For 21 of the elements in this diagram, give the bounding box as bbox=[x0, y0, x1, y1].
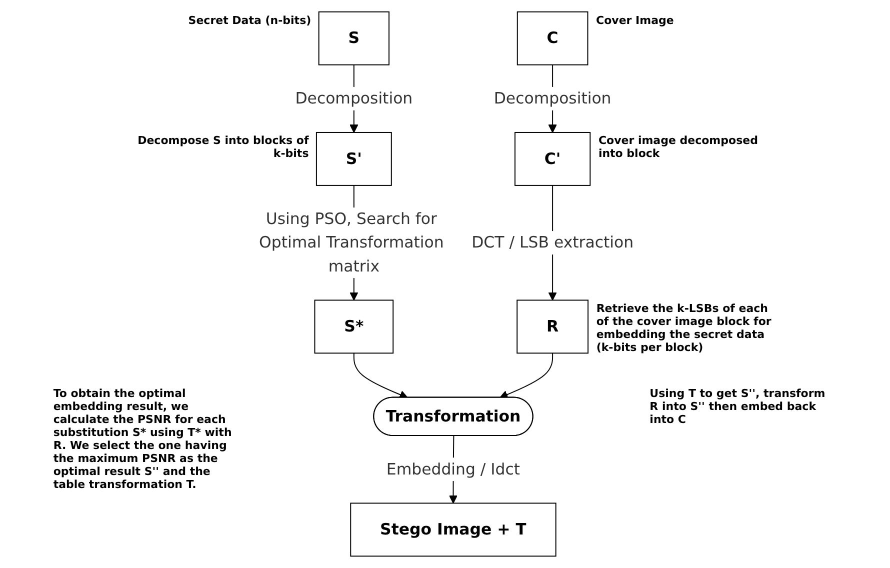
node-box: S' bbox=[316, 132, 392, 186]
node-box: S bbox=[318, 11, 390, 66]
node-box: Stego Image + T bbox=[350, 502, 557, 557]
note-text: To obtain the optimal embedding result, we calculate the PSNR for each substitution S* using T* with R. We select the one having the maximum PSNR as the optimal result S'' and the table transformation T. bbox=[53, 387, 233, 492]
node-box: R bbox=[516, 300, 589, 354]
node-box: C' bbox=[514, 132, 591, 186]
arrow bbox=[500, 352, 554, 399]
node-note: Cover Image bbox=[596, 14, 675, 27]
edge-label: Embedding / Idct bbox=[386, 460, 520, 478]
edge-label: DCT / LSB extraction bbox=[472, 233, 634, 252]
node-note: Retrieve the k-LSBs of each of the cover image block for embedding the secret data (k-bits per block) bbox=[596, 302, 772, 354]
note-text: Using T to get S'', transform R into S'' then embed back into C bbox=[650, 387, 826, 426]
node-note: Cover image decomposed into block bbox=[598, 134, 759, 160]
node-box: S* bbox=[314, 300, 394, 354]
edge-label: Decomposition bbox=[494, 88, 612, 108]
node-note: Secret Data (n-bits) bbox=[187, 14, 312, 27]
edge-label: Using PSO, Search for Optimal Transformation matrix bbox=[259, 209, 444, 276]
arrow bbox=[354, 352, 408, 399]
node-note: Decompose S into blocks of k-bits bbox=[136, 134, 309, 160]
edge-label: Decomposition bbox=[296, 88, 413, 108]
node-box: C bbox=[517, 11, 589, 66]
